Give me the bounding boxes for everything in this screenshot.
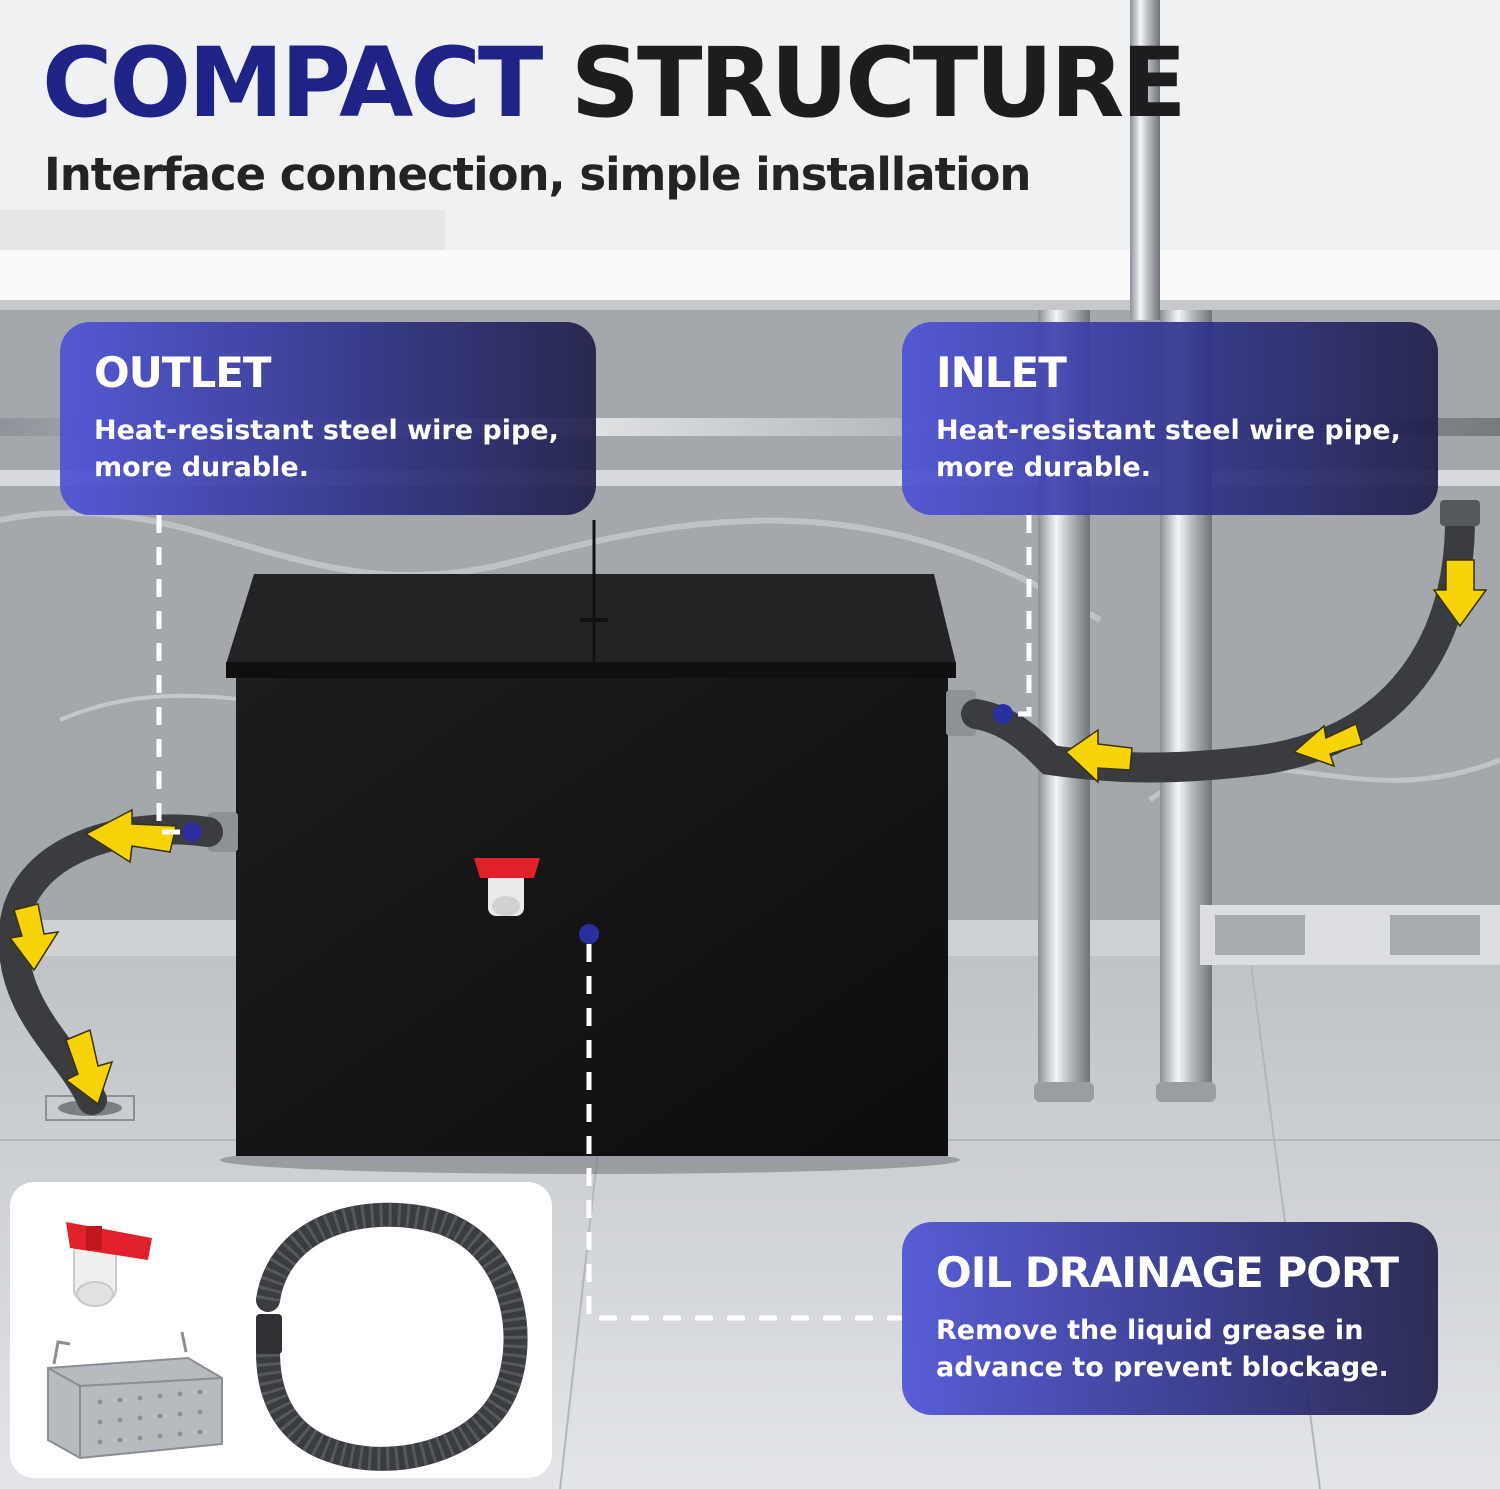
inlet-callout: INLET Heat-resistant steel wire pipe, mo…: [902, 322, 1438, 515]
outlet-callout: OUTLET Heat-resistant steel wire pipe, m…: [60, 322, 596, 515]
callout-title: OIL DRAINAGE PORT: [936, 1248, 1399, 1297]
hose-icon: [256, 1202, 528, 1471]
accessories-illustration: [47, 1202, 528, 1471]
drain-callout: OIL DRAINAGE PORT Remove the liquid grea…: [902, 1222, 1438, 1415]
callout-body: Heat-resistant steel wire pipe, more dur…: [94, 415, 559, 483]
countertop: [0, 0, 1500, 250]
ball-valve-icon: [66, 1222, 152, 1307]
grease-trap-tank: [236, 668, 948, 1156]
callout-title: INLET: [936, 348, 1067, 397]
accessories-panel: [10, 1182, 552, 1478]
ball-valve-icon: [474, 858, 540, 916]
basket-icon: [47, 1331, 223, 1460]
inlet-hose: [961, 505, 1475, 783]
page-title: COMPACT STRUCTURE: [42, 27, 1187, 139]
callout-body: Heat-resistant steel wire pipe, more dur…: [936, 415, 1401, 483]
marker-dot: [182, 704, 1013, 944]
flow-arrow-icon: [8, 559, 1488, 1106]
headline-accent-word: COMPACT: [42, 27, 543, 139]
leader-line: [156, 515, 1032, 1321]
headline-word: STRUCTURE: [570, 27, 1187, 139]
callout-title: OUTLET: [94, 348, 272, 397]
subheadline: Interface connection, simple installatio…: [44, 148, 1031, 201]
callout-body: Remove the liquid grease in advance to p…: [936, 1315, 1389, 1383]
